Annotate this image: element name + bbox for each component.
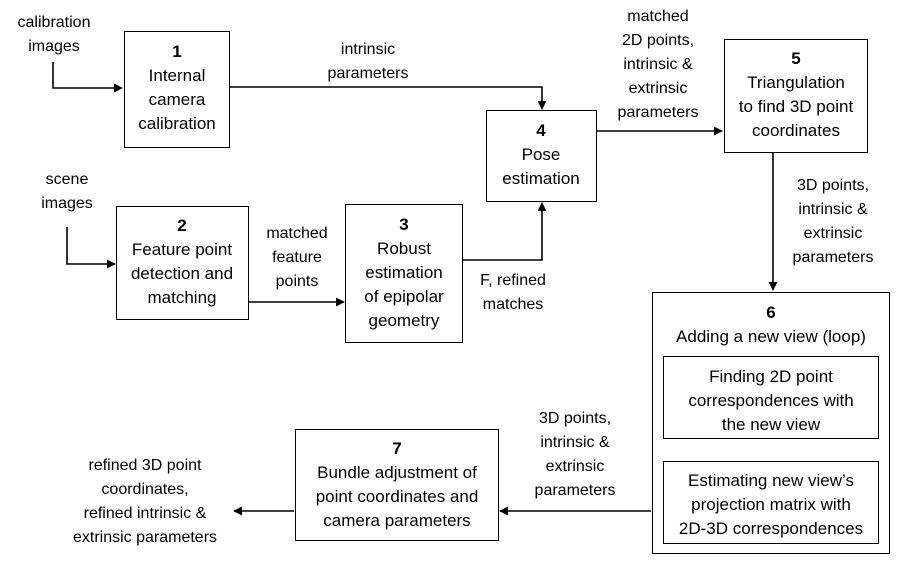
node-7-bundle-adjustment (295, 429, 499, 541)
edge-label-5-6: 3D points, intrinsic & extrinsic paramet… (792, 177, 874, 266)
edge-label-3-4: F, refined matches (480, 272, 546, 313)
node-6-sub2-text: Estimating new view’s projection matrix … (678, 471, 864, 538)
edge-3-to-4 (463, 202, 547, 261)
node-1-internal-camera-calibration (124, 31, 230, 148)
node-4-text: 4 Pose estimation (502, 121, 580, 188)
input-scene-images: scene images (41, 171, 93, 212)
edge-calibration-to-1 (52, 62, 123, 93)
input-calibration-images: calibration images (17, 14, 91, 55)
edge-label-1-4: intrinsic parameters (327, 41, 409, 82)
node-2-feature-point-detection (116, 206, 249, 320)
edge-1-to-4 (229, 86, 547, 110)
edge-label-4-5: matched 2D points, intrinsic & extrinsic… (617, 8, 699, 121)
node-3-robust-estimation (345, 204, 463, 343)
node-6-sub-estimating-projection (663, 461, 879, 544)
edge-label-2-3: matched feature points (266, 225, 328, 290)
node-6-sub-finding-correspondences (663, 356, 879, 439)
edge-label-6-7: 3D points, intrinsic & extrinsic paramet… (534, 410, 616, 499)
node-3-text: 3 Robust estimation of epipolar geometry (364, 215, 444, 330)
node-2-text: 2 Feature point detection and matching (130, 216, 234, 307)
node-4-pose-estimation (486, 110, 597, 202)
node-5-text: 5 Triangulation to find 3D point coordin… (738, 49, 854, 140)
node-5-triangulation (724, 39, 868, 153)
node-1-text: 1 Internal camera calibration (138, 42, 216, 133)
edge-scene-to-2 (66, 227, 116, 269)
output-label: refined 3D point coordinates, refined in… (72, 457, 218, 546)
node-6-header: 6 Adding a new view (loop) (676, 303, 866, 346)
node-6-sub1-text: Finding 2D point correspondences with th… (688, 367, 854, 434)
node-7-text: 7 Bundle adjustment of point coordinates… (315, 439, 479, 530)
